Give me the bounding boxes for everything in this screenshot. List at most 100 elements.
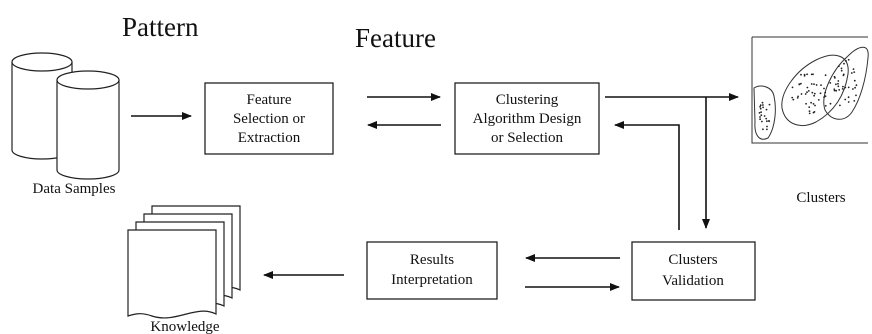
scatter-dot bbox=[815, 84, 818, 86]
scatter-dot bbox=[761, 101, 764, 104]
scatter-dot bbox=[854, 86, 856, 89]
feature-selection-box: Feature Selection or Extraction bbox=[204, 82, 334, 155]
scatter-dot bbox=[817, 99, 820, 101]
clustering-line-2: Algorithm Design bbox=[473, 111, 582, 127]
scatter-dot bbox=[798, 83, 801, 85]
scatter-dot bbox=[765, 108, 768, 111]
scatter-dot bbox=[853, 79, 856, 82]
scatter-dot bbox=[824, 74, 827, 77]
scatter-dot bbox=[766, 120, 768, 123]
feature-selection-line-3: Extraction bbox=[238, 130, 301, 146]
scatter-dot bbox=[791, 96, 794, 99]
feature-selection-line-2: Selection or bbox=[233, 111, 305, 127]
clusters-scatter-icon bbox=[751, 36, 869, 144]
scatter-dot bbox=[765, 117, 768, 120]
scatter-dot bbox=[759, 104, 762, 107]
scatter-dot bbox=[813, 92, 816, 95]
scatter-dot bbox=[808, 112, 811, 115]
clustering-line-3: or Selection bbox=[491, 130, 564, 146]
scatter-dot bbox=[829, 82, 832, 84]
scatter-dot bbox=[844, 86, 847, 89]
scatter-dot bbox=[829, 102, 832, 105]
scatter-dot bbox=[839, 104, 841, 107]
scatter-dot bbox=[824, 105, 827, 107]
scatter-dot bbox=[810, 101, 812, 104]
scatter-dot bbox=[852, 68, 855, 70]
clusters-validation-box: Clusters Validation bbox=[631, 241, 756, 301]
scatter-dot bbox=[842, 85, 844, 88]
scatter-dot bbox=[855, 94, 857, 97]
scatter-dot bbox=[810, 83, 813, 85]
clusters-label: Clusters bbox=[796, 190, 845, 206]
scatter-dot bbox=[819, 92, 822, 95]
scatter-dot bbox=[803, 75, 806, 77]
scatter-dot bbox=[806, 86, 809, 89]
scatter-dot bbox=[803, 73, 806, 76]
scatter-dot bbox=[845, 60, 847, 62]
scatter-dot bbox=[761, 120, 763, 123]
validation-line-2: Validation bbox=[662, 273, 724, 289]
scatter-dot bbox=[812, 73, 814, 76]
scatter-dot bbox=[796, 97, 799, 99]
scatter-dot bbox=[762, 104, 764, 106]
scatter-dot bbox=[760, 114, 763, 117]
scatter-dot bbox=[813, 94, 815, 97]
scatter-dot bbox=[800, 93, 803, 95]
scatter-dot bbox=[758, 112, 761, 114]
scatter-dot bbox=[837, 85, 840, 88]
scatter-dot bbox=[850, 72, 853, 74]
scatter-dot bbox=[833, 88, 836, 91]
scatter-dot bbox=[840, 69, 843, 72]
scatter-dot bbox=[806, 73, 808, 76]
scatter-dot bbox=[768, 103, 771, 106]
knowledge-documents-icon bbox=[127, 205, 241, 319]
scatter-dot bbox=[835, 83, 837, 86]
results-line-2: Interpretation bbox=[391, 272, 473, 288]
knowledge-label: Knowledge bbox=[150, 319, 219, 334]
scatter-dot bbox=[759, 105, 761, 108]
scatter-dot bbox=[766, 125, 768, 128]
scatter-dot bbox=[762, 106, 764, 109]
scatter-dot bbox=[759, 107, 762, 110]
scatter-dot bbox=[853, 71, 856, 73]
scatter-dot bbox=[842, 73, 845, 76]
scatter-dot bbox=[820, 84, 822, 86]
validation-line-1: Clusters bbox=[668, 252, 717, 268]
scatter-dot bbox=[838, 89, 841, 91]
scatter-dot bbox=[768, 120, 770, 123]
scatter-dot bbox=[811, 91, 814, 94]
scatter-dot bbox=[814, 104, 816, 107]
scatter-dot bbox=[813, 111, 816, 113]
scatter-dot bbox=[812, 103, 815, 105]
scatter-dot bbox=[762, 128, 764, 131]
scatter-dot bbox=[800, 82, 802, 85]
results-line-1: Results bbox=[410, 252, 454, 268]
scatter-dot bbox=[853, 100, 856, 102]
feature-heading: Feature bbox=[355, 23, 436, 53]
clustering-line-1: Clustering bbox=[496, 92, 559, 108]
database-icon bbox=[11, 52, 120, 180]
data-samples-label: Data Samples bbox=[33, 181, 116, 197]
scatter-dot bbox=[841, 88, 844, 90]
scatter-dot bbox=[847, 86, 850, 89]
scatter-dot bbox=[847, 101, 850, 103]
scatter-dot bbox=[800, 73, 802, 76]
scatter-dot bbox=[766, 128, 768, 131]
scatter-dot bbox=[837, 82, 839, 85]
scatter-dot bbox=[823, 96, 825, 98]
scatter-dot bbox=[759, 116, 761, 118]
scatter-dot bbox=[840, 67, 843, 70]
scatter-dot bbox=[833, 75, 836, 78]
scatter-dot bbox=[763, 115, 766, 117]
feature-selection-line-1: Feature bbox=[247, 92, 292, 108]
scatter-dot bbox=[837, 65, 840, 68]
scatter-dot bbox=[797, 95, 799, 98]
scatter-dot bbox=[806, 91, 808, 94]
scatter-dot bbox=[837, 80, 840, 82]
scatter-dot bbox=[855, 84, 858, 87]
scatter-dot bbox=[808, 110, 811, 112]
scatter-dot bbox=[791, 86, 794, 89]
scatter-dot bbox=[813, 83, 815, 85]
